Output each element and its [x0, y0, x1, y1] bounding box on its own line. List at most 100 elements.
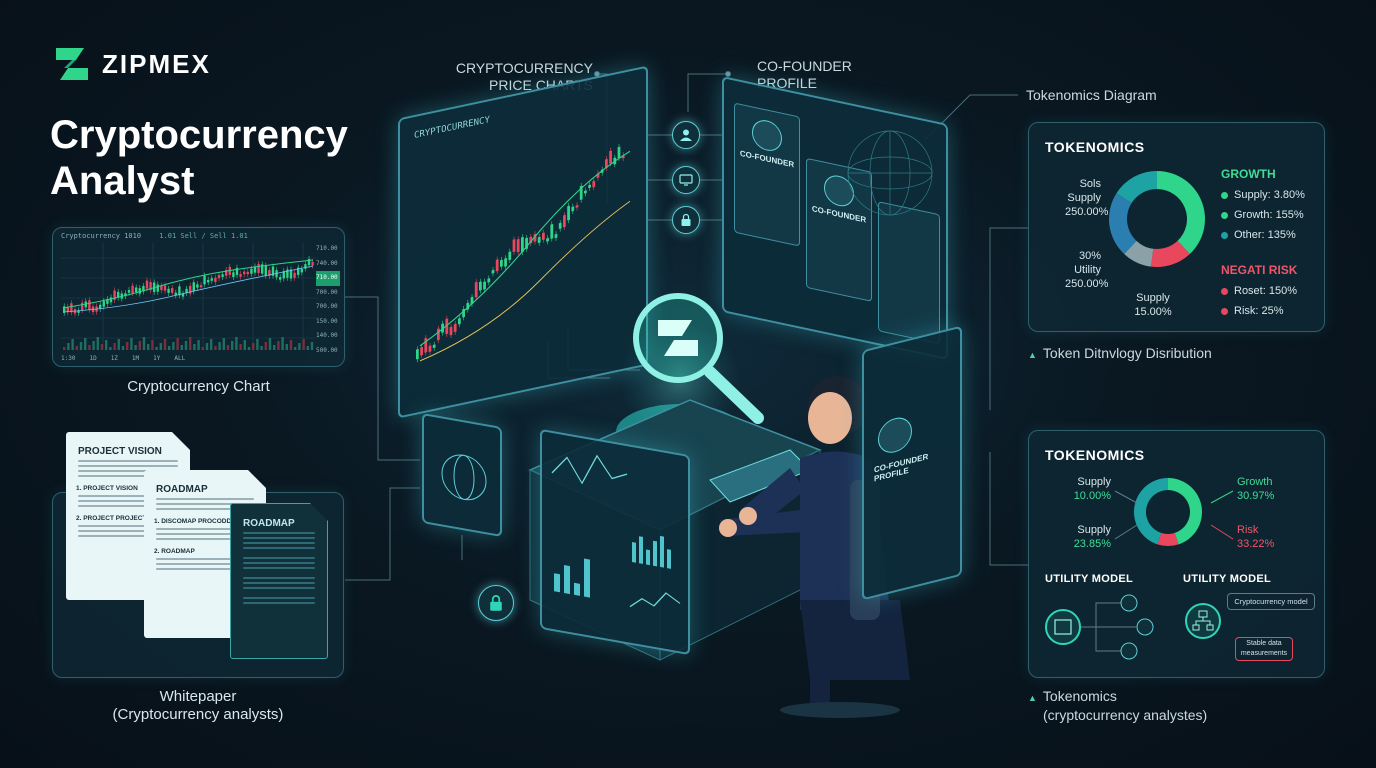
profile-detail-card [878, 201, 940, 345]
candle-body [264, 265, 267, 276]
cofounder-profile-panel[interactable]: CO-FOUNDER PROFILE [862, 325, 962, 601]
tokenomics-panel-utility[interactable]: TOKENOMICS Supply 10.00% Supply 23.85% G… [1028, 430, 1325, 678]
monitor-icon[interactable] [672, 166, 700, 194]
candle-body [584, 190, 587, 194]
stat-label: Risk [1237, 524, 1259, 536]
candle-body [487, 278, 491, 283]
user-icon[interactable] [672, 121, 700, 149]
desk-analytics-screen[interactable] [540, 428, 690, 656]
volume-bar [121, 346, 125, 350]
donut-slice [1124, 240, 1154, 267]
crypto-chart-panel[interactable]: Cryptocurrency 1010 1.01 Sell / Sell 1.0… [52, 227, 345, 367]
candle-body [279, 277, 282, 280]
candle-body [441, 323, 444, 333]
candle-body [512, 239, 516, 253]
chart-header-title: Cryptocurrency 1010 [61, 232, 142, 240]
page-title: Cryptocurrency Analyst [50, 112, 410, 204]
volume-bar [256, 339, 259, 350]
volume-bar [252, 343, 255, 350]
stat-label: Growth [1237, 476, 1273, 488]
candle-body [554, 233, 558, 239]
doc-title: PROJECT VISION [78, 446, 162, 457]
tokenomics-panel-distribution[interactable]: TOKENOMICS Sols Supply 250.00% 30% Utili… [1028, 122, 1325, 332]
legend-item: Supply: 3.80% [1221, 185, 1305, 205]
lock-icon[interactable] [672, 206, 700, 234]
timeframe-1m[interactable]: 1M [131, 355, 140, 362]
label-line: 30% [1078, 250, 1101, 262]
timeframe-1h[interactable]: 1:30 [61, 355, 76, 362]
volume-bar [71, 339, 74, 350]
candle-body [304, 264, 307, 269]
volume-bar [63, 347, 66, 350]
timeframe-1z[interactable]: 1Z [110, 355, 118, 362]
volume-bar [100, 344, 104, 350]
candle-body [199, 285, 203, 288]
stat-value: 30.97% [1237, 490, 1275, 502]
donut-slice [1109, 193, 1137, 254]
price-label: 740.00 [316, 259, 338, 267]
risk-legend: NEGATI RISK Roset: 150% Risk: 25% [1221, 263, 1297, 321]
volume-bar [298, 343, 301, 350]
candle-body [88, 300, 91, 310]
volume-bar [79, 342, 83, 350]
doc-title: ROADMAP [156, 484, 208, 495]
utility-label: 30% Utility 250.00% [1065, 249, 1109, 291]
candle-body [617, 146, 621, 159]
doc-roadmap-dark[interactable]: ROADMAP [230, 503, 328, 659]
price-label: 710.00 [316, 245, 338, 252]
volume-bar [130, 338, 133, 350]
candle-body [271, 266, 275, 276]
zipmex-logo-icon [56, 48, 88, 80]
candle-body [189, 285, 192, 294]
volume-bar [264, 342, 267, 350]
candle-body [563, 214, 566, 228]
whitepaper-caption: Whitepaper (Cryptocurrency analysts) [52, 688, 344, 724]
shield-globe-icon [441, 454, 487, 501]
candle-body [567, 205, 570, 221]
candlestick-chart [61, 243, 318, 350]
candle-body [102, 301, 105, 307]
candle-body [142, 285, 145, 292]
donut-slice [1157, 171, 1205, 254]
candle-body [293, 272, 296, 278]
timeframe-1d[interactable]: 1D [89, 355, 97, 362]
timeframe-all[interactable]: ALL [174, 355, 186, 362]
candle-body [297, 267, 300, 275]
candle-body [81, 302, 84, 311]
candle-body [257, 263, 260, 274]
growth-stat: Growth 30.97% [1237, 475, 1274, 503]
candle-body [495, 259, 499, 272]
cofounder-card-label: CO-FOUNDER [739, 148, 795, 170]
security-screen[interactable] [422, 412, 502, 538]
volume-bar [88, 345, 91, 350]
volume-bar [151, 340, 154, 350]
cofounder-card[interactable]: CO-FOUNDER [734, 102, 800, 247]
chart-header-sub: 1.01 Sell / Sell 1.01 [159, 232, 248, 240]
supply-stat-2: Supply 23.85% [1049, 523, 1111, 551]
price-screen-chart [416, 143, 631, 363]
candle-body [77, 310, 80, 313]
donut-slice [1157, 532, 1179, 546]
candle-body [474, 281, 478, 298]
label-line: 250.00% [1065, 278, 1109, 290]
candle-body [491, 269, 495, 274]
volume-bar [285, 344, 288, 350]
candle-body [127, 290, 131, 293]
utility-model-title: UTILITY MODEL [1045, 573, 1134, 585]
candle-body [289, 269, 293, 279]
candle-body [546, 237, 549, 242]
timeframe-1y[interactable]: 1Y [153, 355, 161, 362]
box-line: Stable data [1246, 640, 1282, 647]
doc-section: 1. DISCOMAP PROCODDS [154, 518, 236, 525]
timeframe-bar: 1:30 1D 1Z 1M 1Y ALL [61, 355, 185, 362]
volume-bar [172, 342, 175, 350]
caption-text: Token Ditnvlogy Disribution [1042, 345, 1212, 361]
volume-bar [310, 342, 314, 350]
stat-value: 10.00% [1073, 490, 1111, 502]
candle-body [550, 224, 554, 239]
volume-bar [113, 343, 116, 350]
legend-item: Other: 135% [1221, 225, 1305, 245]
price-chart-screen[interactable]: CRYPTOCURRENCY [398, 65, 648, 419]
volume-bar [210, 339, 213, 350]
candle-body [135, 287, 138, 293]
